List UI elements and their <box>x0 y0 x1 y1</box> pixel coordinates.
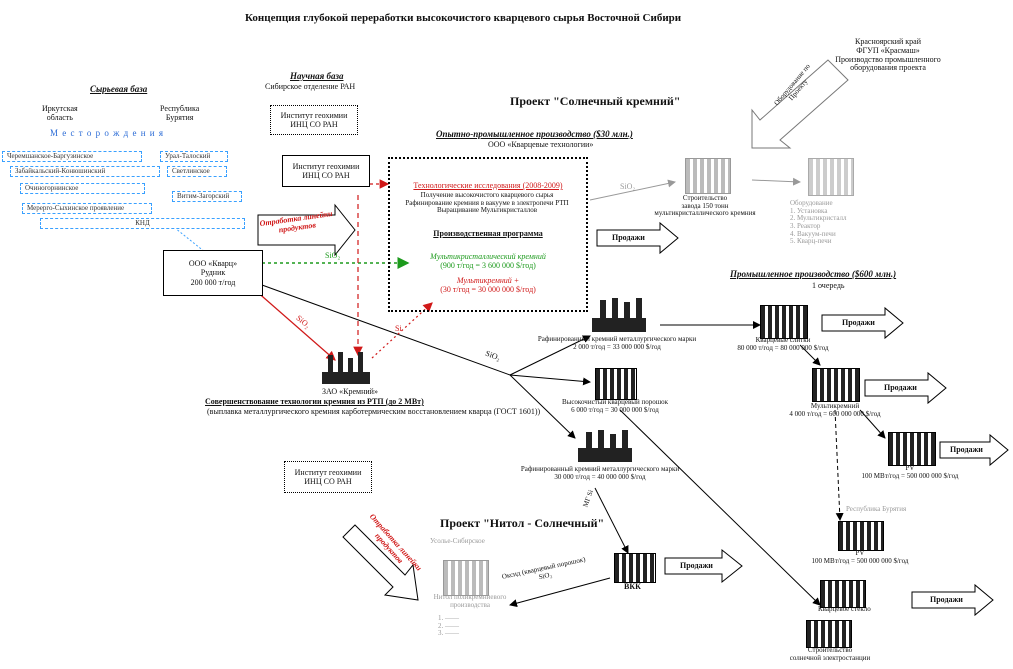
ore-to-industrial-line <box>261 284 511 376</box>
factory-icon-refined2 <box>578 430 632 462</box>
pilot-to-plant-arrow <box>589 179 676 201</box>
sio2-label-gray: SiO₂ <box>620 182 636 191</box>
deposit-item[interactable]: КНД <box>40 218 245 229</box>
building-icon-solar-station <box>806 620 852 648</box>
sales-arrow-1 <box>596 221 679 255</box>
multi-to-pv2-arrow <box>834 409 844 521</box>
building-icon-pv2 <box>838 521 884 551</box>
deposit-item[interactable]: Витим-Загорский <box>172 191 242 202</box>
pilot-program-box <box>388 157 588 312</box>
building-icon-equipment <box>808 158 854 196</box>
building-icon-vkk <box>614 553 656 583</box>
vkk-label: ВКК <box>624 582 641 591</box>
quartz-glass-label: Кварцевое стекло <box>818 605 871 613</box>
page-title: Концепция глубокой переработки высокочис… <box>245 12 682 24</box>
refined2-to-vkk-arrow <box>594 487 629 554</box>
kremniy-to-pilot-arrow <box>371 302 433 359</box>
pilot-company: ООО «Кварцевые технологии» <box>488 140 594 149</box>
sio2-label-green: SiO₂ <box>325 251 341 260</box>
deposit-item[interactable]: Светлинское <box>167 166 227 177</box>
pilot-heading: Опытно-промышленное производство ($30 мл… <box>436 129 633 139</box>
nitol-list: 1. ——2. ——3. —— <box>438 614 459 638</box>
industrial-sub: 1 очередь <box>812 281 845 290</box>
kremniy-desc-1: Совершенствование технологии кремния из … <box>205 397 424 406</box>
industrial-plant-refined2: Рафинированный кремний металлургического… <box>520 465 680 481</box>
sales-label-2: Продажи <box>842 318 875 327</box>
pilot-subheading: Технологические исследования (2008-2009) <box>413 181 563 190</box>
plant-to-equipment-arrow <box>751 177 801 186</box>
deposits-row: М е с т о р о ж д е н и я <box>50 128 164 138</box>
branch-to-powder <box>509 374 591 386</box>
factory-icon-kremniy <box>322 352 370 384</box>
deposit-item[interactable]: Черемшанское-Баргузинское <box>2 151 142 162</box>
science-base-sub: Сибирское отделение РАН <box>265 82 356 91</box>
usolye-label: Усолье-Сибирское <box>430 537 485 545</box>
sales-label-4: Продажи <box>950 445 983 454</box>
pilot-prog-1: Мультикристаллический кремний(900 т/год … <box>430 252 546 270</box>
building-icon-nitol <box>443 560 489 596</box>
building-icon-powder <box>595 368 637 400</box>
bottom-refine-arrow-shape <box>342 524 419 601</box>
building-icon-ingots <box>760 305 808 339</box>
ore-to-kremniy-arrow <box>254 289 336 361</box>
factory-icon-refined1 <box>592 298 646 332</box>
refine-arrow-shape <box>257 203 356 257</box>
branch-to-refined2 <box>509 374 576 439</box>
pilot-prog-2: Мультикремний +(30 т/год = 30 000 000 $/… <box>440 276 536 294</box>
pilot-program-heading: Производственная программа <box>433 229 543 238</box>
sales-arrow-6 <box>911 583 994 617</box>
sales-arrow-3 <box>864 371 947 405</box>
building-icon-multi <box>812 368 860 402</box>
sales-arrow-4 <box>939 433 1009 467</box>
sales-label-5: Продажи <box>680 561 713 570</box>
ingots-to-multi-arrow <box>799 344 821 366</box>
building-icon-pilot <box>685 158 731 194</box>
buryatia-label: Республика Бурятия <box>846 505 907 513</box>
raw-base-heading: Сырьевая база <box>90 84 148 94</box>
sales-label-3: Продажи <box>884 383 917 392</box>
science-base-heading: Научная база <box>290 71 344 81</box>
pilot-lines: Получение высокочистого кварцевого сырья… <box>405 191 569 215</box>
deposit-item[interactable]: Урал-Талоский <box>160 151 228 162</box>
deposit-item[interactable]: Забайкальский-Конюшинский <box>10 166 160 177</box>
building-icon-pv <box>888 432 936 466</box>
kremniy-name: ЗАО «Кремний» <box>322 387 378 396</box>
kremniy-desc-2: (выплавка металлургического кремния карб… <box>207 407 541 416</box>
sales-label-1: Продажи <box>612 233 645 242</box>
si-label-red: Si <box>395 324 402 333</box>
multi-to-pv-arrow <box>859 409 886 439</box>
industrial-plant-refined1: Рафинированный кремний металлургического… <box>537 335 697 351</box>
project-solar-title: Проект "Солнечный кремний" <box>510 94 681 108</box>
building-icon-quartz-glass <box>820 580 866 608</box>
industrial-heading: Промышленное производство ($600 млн.) <box>730 269 897 279</box>
vkk-to-nitol-arrow <box>509 577 611 608</box>
branch-to-quartzglass <box>619 409 821 606</box>
deposit-item[interactable]: Мерерго-Сыхинское проявление <box>22 203 152 214</box>
deposit-item[interactable]: Очиногорнинское <box>20 183 145 194</box>
equipment-arrow-shape <box>751 59 849 149</box>
sales-label-6: Продажи <box>930 595 963 604</box>
sales-arrow-2 <box>821 306 904 340</box>
branch-to-refined1 <box>509 335 591 376</box>
project-nitol-title: Проект "Нитол - Солнечный" <box>440 516 605 530</box>
sales-arrow-5 <box>664 548 743 584</box>
